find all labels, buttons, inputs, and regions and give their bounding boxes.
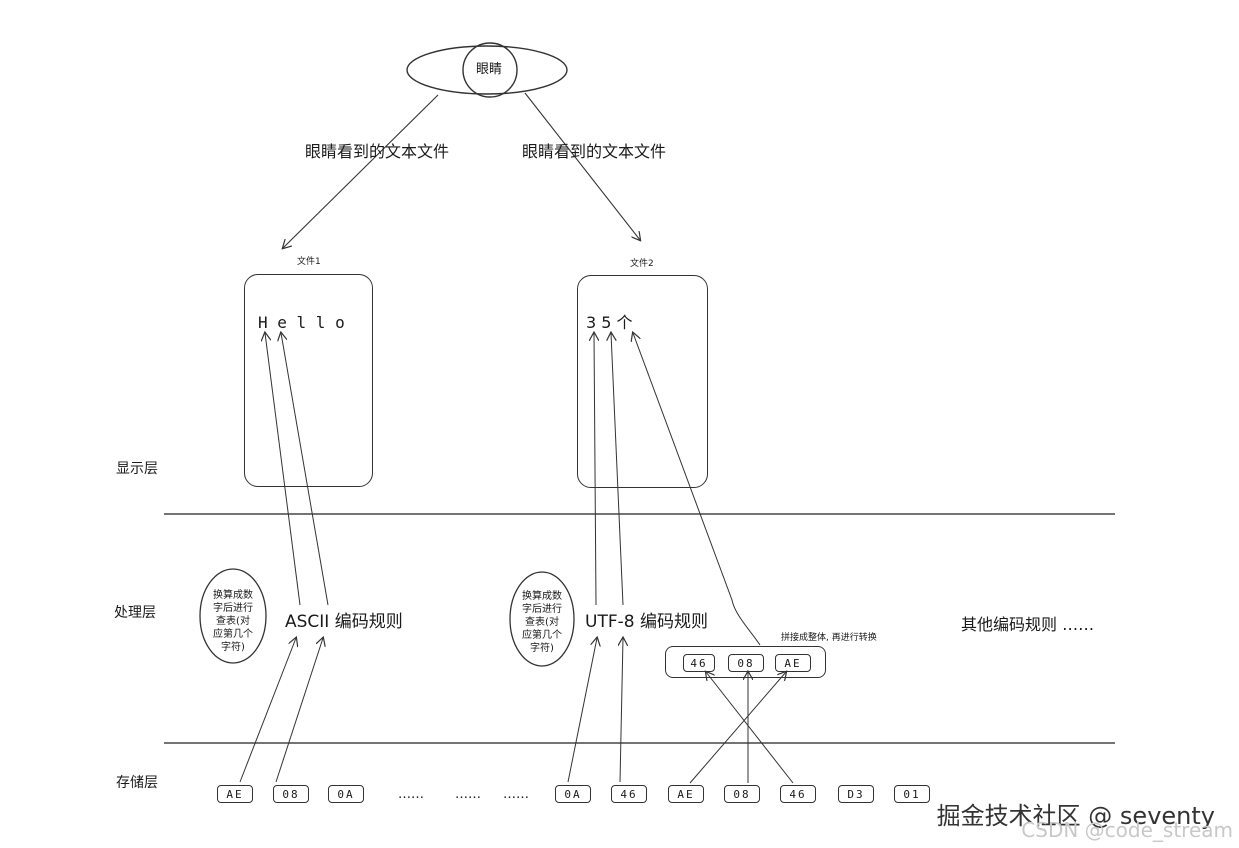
watermark-juejin: 掘金技术社区 @ seventy [936, 802, 1215, 830]
utf8-arrow-up-2 [611, 333, 624, 606]
layer-label-display: 显示层 [116, 461, 158, 477]
storage-to-utf8-arrow-2 [620, 638, 623, 783]
note-right-line: 字后进行 [522, 604, 562, 615]
ascii-arrow-up-1 [265, 333, 301, 606]
file2-title: 文件2 [630, 259, 654, 269]
file2-box [577, 275, 708, 488]
combine-box [665, 646, 826, 678]
combine-caption: 拼接成整体, 再进行转换 [781, 633, 877, 643]
rule-other: 其他编码规则 …… [961, 615, 1095, 634]
storage-ellipsis: …… [503, 787, 529, 802]
eye-pupil-circle [462, 42, 518, 98]
note-left-line: 字后进行 [213, 603, 253, 614]
storage-to-ascii-arrow-2 [275, 638, 323, 783]
combine-byte: AE [775, 654, 811, 672]
watermark-csdn: CSDN @code_stream [1021, 818, 1233, 842]
eye-caption-right: 眼睛看到的文本文件 [522, 142, 667, 161]
storage-AE-to-combine-AE [689, 672, 786, 784]
ascii-arrow-up-2 [281, 333, 329, 606]
layer-label-processing: 处理层 [114, 605, 156, 621]
note-right: 换算成数 字后进行 查表(对 应第几个 字符) [517, 590, 567, 655]
note-right-line: 换算成数 [522, 591, 562, 602]
storage-byte: 46 [611, 785, 647, 803]
utf8-arrow-up-1 [594, 333, 596, 606]
note-right-line: 应第几个 [522, 630, 562, 641]
file1-title: 文件1 [297, 257, 321, 267]
storage-byte: AE [217, 785, 253, 803]
note-left-line: 字符) [221, 642, 245, 653]
rule-ascii: ASCII 编码规则 [285, 612, 403, 632]
note-left-line: 换算成数 [213, 590, 253, 601]
storage-byte: 08 [273, 785, 309, 803]
note-oval-right [509, 571, 575, 667]
note-left-line: 查表(对 [216, 616, 250, 627]
storage-to-ascii-arrow-1 [239, 638, 296, 783]
storage-ellipsis: …… [398, 787, 424, 802]
storage-byte: 01 [894, 785, 930, 803]
note-left-line: 应第几个 [213, 629, 253, 640]
note-right-line: 字符) [530, 643, 554, 654]
eye-arrow-left [283, 94, 439, 248]
storage-byte: 0A [328, 785, 364, 803]
file2-content: 3 5 个 [586, 313, 633, 332]
eye-label: 眼睛 [476, 62, 503, 77]
storage-to-utf8-arrow-1 [567, 638, 597, 783]
storage-byte: 46 [780, 785, 816, 803]
rule-utf8: UTF-8 编码规则 [585, 612, 708, 632]
storage-byte: 08 [724, 785, 760, 803]
note-oval-left [199, 568, 267, 664]
note-left: 换算成数 字后进行 查表(对 应第几个 字符) [208, 589, 258, 654]
layer-label-storage: 存储层 [116, 775, 158, 791]
file1-content: H e l l o [258, 313, 345, 332]
eye-outer-ellipse [406, 45, 568, 95]
eye-caption-left: 眼睛看到的文本文件 [305, 142, 450, 161]
note-right-line: 查表(对 [525, 617, 559, 628]
file1-box [244, 274, 373, 487]
storage-byte: AE [668, 785, 704, 803]
storage-46-to-combine-46 [706, 672, 794, 784]
storage-ellipsis: …… [455, 787, 481, 802]
eye-arrow-right [524, 92, 640, 240]
storage-byte: D3 [838, 785, 874, 803]
storage-byte: 0A [555, 785, 591, 803]
combine-byte: 08 [728, 654, 764, 672]
combine-to-file2-arrow [633, 333, 761, 646]
combine-byte: 46 [683, 654, 715, 672]
